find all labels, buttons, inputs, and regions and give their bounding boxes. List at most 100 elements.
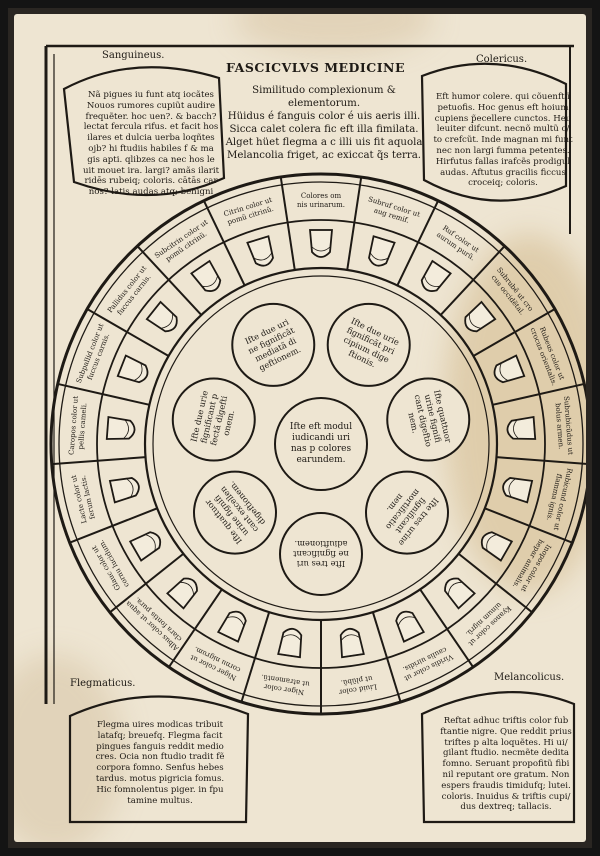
text-line: Flegma uires modicas tribuit xyxy=(96,720,224,730)
corner-arch xyxy=(420,691,576,824)
center-circle xyxy=(274,397,368,491)
verse-line: Similitudo complexionum & xyxy=(252,85,396,96)
color-label: Subrubicũdus utbolus armen. xyxy=(553,396,574,456)
colericus-text: Eft humor colere. qui cõuenft ĩ petuofis… xyxy=(428,92,578,189)
color-label: Subpallid color utfuccus carnis. xyxy=(75,322,114,387)
text-line: ftantie nigre. Que reddit prius xyxy=(440,726,572,737)
text-line: pingues fanguis reddit medio xyxy=(96,741,224,752)
urine-flask xyxy=(145,300,178,333)
color-label: Subruf color utaug remif. xyxy=(364,195,421,227)
text-line: tamine multus. xyxy=(127,795,193,806)
text-line: ojb? hi ftudiis habiles f & ma xyxy=(88,143,214,154)
flegmaticus-text: Flegma uires modicas tribuit latafq; bre… xyxy=(80,720,240,806)
segment-divider xyxy=(57,382,150,406)
urine-flask xyxy=(339,627,365,659)
verse-line: elementorum. xyxy=(287,98,361,109)
page-title: FASCICVLVS MEDICINE xyxy=(226,60,405,75)
segment-divider xyxy=(202,200,246,286)
urine-flask xyxy=(128,531,162,562)
urine-flask xyxy=(395,610,426,643)
label-flegmaticus: Flegmaticus. xyxy=(70,678,136,689)
segment-divider xyxy=(279,176,296,271)
inner-circle-text: Ifte tres urine fignificantadiuftionem. xyxy=(293,539,349,569)
urine-flask xyxy=(493,354,526,384)
corner-arch xyxy=(68,695,250,824)
melancolicus-text: Reftat adhuc triftis color fub ftantie n… xyxy=(430,716,582,813)
inner-circle xyxy=(386,377,471,462)
text-line: fomno. Seruant propofitũ fibi xyxy=(442,759,570,770)
text-line: dus dextreq; tallacis. xyxy=(460,802,552,813)
segment-divider xyxy=(168,588,223,668)
text-line: Reftat adhuc triftis color fub xyxy=(443,716,569,726)
color-label: Niger colorut atramentũ. xyxy=(259,673,310,697)
text-line: cupiens p̃ecellere cunctos. Heu xyxy=(434,113,572,124)
urine-flask xyxy=(246,235,274,267)
segment-divider xyxy=(69,507,158,544)
color-label: Subrubẽ ut crocus occidẽtal. xyxy=(488,266,535,318)
verse-line: Hüidus é fanguis color é uis aeris illi. xyxy=(227,111,421,122)
verse-line: Melancolia friget, ac exiccat q̃s terra. xyxy=(226,150,422,161)
segment-divider xyxy=(396,200,440,286)
verse-line: Alget hüet flegma a c illi uis fit aquol… xyxy=(225,137,423,148)
urine-flask xyxy=(277,627,303,659)
text-line: Nouos rumores cupiũt audire xyxy=(86,100,216,111)
color-label: Liuid colorut plũbũ. xyxy=(336,674,377,697)
text-line: petuofis. Hoc genus eft hoium xyxy=(437,102,569,113)
text-line: espers fraudis timidufq; lutei. xyxy=(441,780,571,791)
corner-arch xyxy=(420,62,568,202)
urine-flask xyxy=(105,415,136,440)
segment-divider xyxy=(346,176,363,271)
label-sanguineus: Sanguineus. xyxy=(102,50,165,61)
color-label: Lacte color utferum lactis. xyxy=(70,472,98,524)
text-line: nos? latis audas atq; benigni xyxy=(88,187,214,198)
segment-divider xyxy=(86,308,170,357)
text-line: corpora fomno. Senfus hebes xyxy=(96,763,224,774)
urine-flask xyxy=(368,235,396,267)
text-line: audas. Aftutus gracilis ficcus xyxy=(440,167,566,178)
segment-divider xyxy=(51,456,146,466)
verse-line: Sicca calet colera fic eft illa fimilata… xyxy=(229,124,419,135)
text-line: Hirfutus fallas irafcẽs prodigul xyxy=(435,156,571,167)
urine-flask xyxy=(216,610,247,643)
inner-circle xyxy=(171,377,256,462)
inner-circle xyxy=(231,302,316,387)
text-line: gilant ftudio. necmẽte dedita xyxy=(442,748,570,759)
color-label: Citrin color utpomũ citrinũ. xyxy=(223,196,276,227)
segment-divider xyxy=(496,456,586,465)
text-line: ridēs rubeiq; coloris. cātās car xyxy=(84,176,218,187)
urine-flask xyxy=(444,577,476,610)
color-label: Viridis color utcaulis uiridis. xyxy=(399,644,455,683)
inner-circle xyxy=(326,302,411,387)
urine-flask xyxy=(116,354,149,384)
urine-flask xyxy=(108,477,140,504)
segment-divider xyxy=(240,611,271,703)
sanguineus-text: Nã pigues iu funt atq iocãtes Nouos rumo… xyxy=(76,90,226,198)
text-line: leuiter difcunt. necnõ multũ c/ xyxy=(436,124,570,135)
corner-arch xyxy=(62,66,226,197)
color-label: Rubicund color utflamma ignis. xyxy=(543,465,574,531)
text-line: uit mouet ira. largi? amãs ilarit xyxy=(82,165,220,176)
text-line: croceiq; coloris. xyxy=(468,178,538,189)
urine-flask xyxy=(309,229,333,258)
complexion-verse: Similitudo complexionum & elementorum. H… xyxy=(189,84,459,162)
text-line: Hic fomnolentus piger. in fpu xyxy=(96,784,224,795)
segment-divider xyxy=(492,382,585,406)
urine-flask xyxy=(464,300,497,333)
text-line: nil reputant ore gratum. Non xyxy=(442,769,570,780)
urine-flask xyxy=(166,577,198,610)
text-line: gis apti. qlibzes ca nec hos le xyxy=(87,154,215,165)
inner-circle xyxy=(365,470,450,555)
urine-flask xyxy=(502,477,534,504)
color-label: Glauc color utcornu lucidum. xyxy=(89,538,130,593)
wheel-ring xyxy=(152,275,490,613)
text-line: frequẽter. hoc uen?. & bacch? xyxy=(85,111,217,122)
segment-divider xyxy=(439,245,506,316)
text-line: Eft humor colere. qui cõuenft ĩ xyxy=(435,92,571,102)
urine-flask xyxy=(480,531,514,562)
segment-divider xyxy=(136,245,203,316)
segment-divider xyxy=(472,308,556,357)
